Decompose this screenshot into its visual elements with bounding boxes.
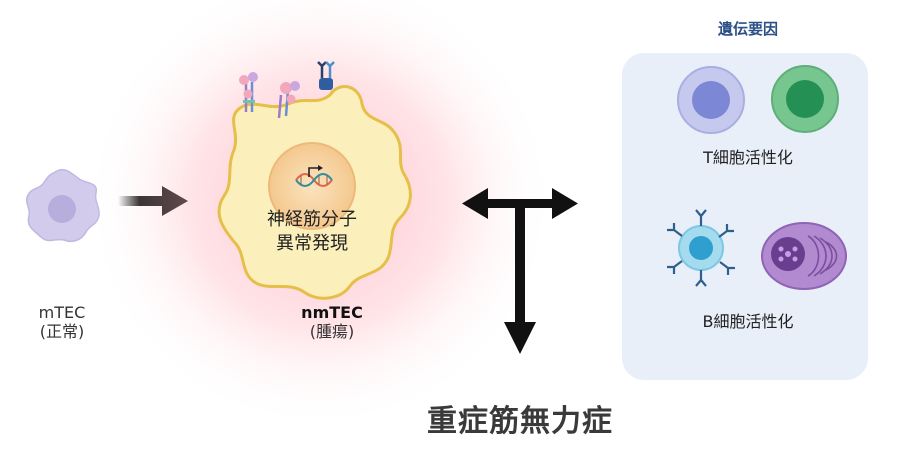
- mtec-normal-cell: [26, 168, 100, 243]
- antibody-icon: [667, 209, 735, 287]
- t-cell-activation-label: T細胞活性化: [703, 148, 793, 167]
- genetic-factor-panel: [622, 53, 868, 380]
- result-myasthenia-gravis-label: 重症筋無力症: [427, 404, 613, 439]
- interaction-arrows: [462, 188, 578, 354]
- b-cell-icon: [667, 209, 735, 287]
- receptor-icon: [317, 61, 335, 90]
- plasma-cell-icon: [761, 222, 847, 290]
- mtec-label-name: mTEC: [38, 303, 86, 322]
- nmtec-label-status: (腫瘍): [309, 322, 355, 342]
- nucleus-label-line1: 神経筋分子: [267, 209, 357, 230]
- b-cell-activation-label: B細胞活性化: [702, 312, 794, 331]
- dna-icon: [295, 165, 333, 187]
- nmtec-label-name: nmTEC: [301, 303, 363, 322]
- mtec-label: mTEC (正常): [14, 303, 110, 341]
- tumor-nucleus: [268, 142, 356, 230]
- receptor-icon: [277, 81, 300, 119]
- receptor-icon: [239, 72, 258, 112]
- t-cell-icon: [677, 66, 745, 134]
- mtec-label-status: (正常): [39, 322, 85, 342]
- t-cell-icon: [771, 65, 839, 133]
- nmtec-label: nmTEC (腫瘍): [262, 303, 402, 341]
- nmtec-tumor-cell: [217, 85, 412, 300]
- nucleus-label-line2: 異常発現: [276, 233, 348, 254]
- genetic-factor-title: 遺伝要因: [717, 20, 778, 38]
